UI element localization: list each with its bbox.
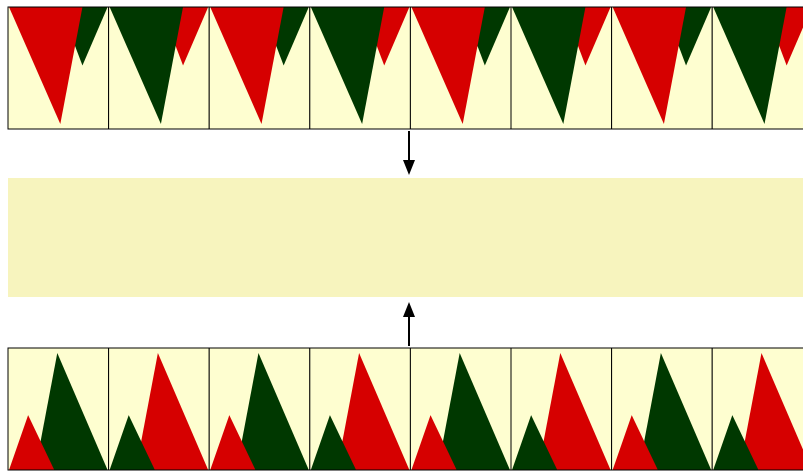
corner-triangle <box>411 415 457 470</box>
strip-cell <box>208 347 311 471</box>
up-arrow <box>403 302 415 346</box>
down-arrow <box>403 131 415 175</box>
main-triangle <box>739 353 803 470</box>
target-strip <box>8 178 803 297</box>
strip-cell <box>611 6 713 130</box>
strip-cell <box>7 347 110 471</box>
main-triangle <box>512 7 586 124</box>
main-triangle <box>210 7 284 124</box>
strip-cell <box>711 6 803 130</box>
main-triangle <box>35 353 108 470</box>
cell-border <box>711 347 803 471</box>
strip-cell <box>7 6 110 130</box>
bottom-triangle-strip <box>7 347 803 471</box>
main-triangle <box>236 353 309 470</box>
corner-triangle <box>612 415 658 470</box>
arrow-head <box>403 160 415 175</box>
strip-cell <box>409 6 512 130</box>
strip-cell <box>208 6 311 130</box>
corner-triangle <box>210 415 256 470</box>
strip-cell <box>711 347 803 471</box>
strip-cell <box>309 6 411 130</box>
corner-triangle <box>713 415 759 470</box>
cell-border <box>711 6 803 130</box>
main-triangle <box>538 353 611 470</box>
main-triangle <box>713 7 787 124</box>
corner-triangle <box>9 415 55 470</box>
arrows <box>403 131 415 346</box>
arrow-head <box>403 302 415 317</box>
main-triangle <box>9 7 83 124</box>
strip-cell <box>409 347 512 471</box>
strip-cell <box>611 347 713 471</box>
main-triangle <box>638 353 712 470</box>
main-triangle <box>411 7 485 124</box>
main-triangle <box>135 353 209 470</box>
strip-cell <box>510 347 613 471</box>
main-triangle <box>109 7 184 124</box>
strip-cell <box>108 347 210 471</box>
corner-triangle <box>512 415 558 470</box>
main-triangle <box>310 7 385 124</box>
corner-triangle <box>310 415 357 470</box>
main-triangle <box>612 7 687 124</box>
strip-cell <box>108 6 210 130</box>
main-triangle <box>437 353 510 470</box>
top-triangle-strip <box>7 6 803 130</box>
corner-triangle <box>109 415 155 470</box>
main-triangle <box>336 353 410 470</box>
strip-cell <box>309 347 411 471</box>
strip-cell <box>510 6 613 130</box>
